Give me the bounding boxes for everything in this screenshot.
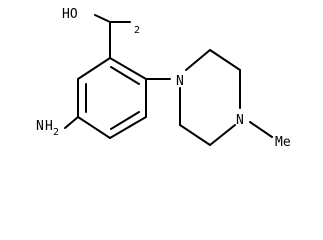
bond-ring-top-left (77, 57, 111, 80)
amine-n-label: N (36, 119, 44, 134)
bond-ring-to-nh2 (64, 116, 79, 129)
bond-pip-n1-upper (185, 49, 211, 71)
bond-ring-bottom-left (77, 116, 111, 139)
bond-pip-upper (209, 49, 241, 71)
bond-pip-n4-lower (209, 124, 236, 146)
bond-pip-lower (179, 124, 211, 146)
bond-ring-top-right (109, 57, 147, 80)
bond-n4-to-methyl (249, 121, 273, 138)
methyl-label: Me (275, 135, 291, 150)
piperazine-n1-label: N (176, 74, 184, 89)
piperazine-n4-label: N (236, 113, 244, 128)
double-bond-inner-top (110, 66, 140, 85)
bond-ch2-to-oh (94, 14, 111, 23)
benzene-ring (77, 57, 147, 139)
molecule-structure: HO 2 N H 2 N N Me (36, 7, 291, 150)
amine-h-label: H (45, 119, 53, 134)
bond-ring-bottom-right (109, 116, 147, 139)
double-bond-inner-bottom (110, 111, 140, 130)
hydroxyl-label: HO (62, 7, 78, 22)
amine-subscript: 2 (53, 127, 59, 138)
methylene-subscript: 2 (134, 25, 140, 36)
piperazine-ring (179, 49, 241, 146)
